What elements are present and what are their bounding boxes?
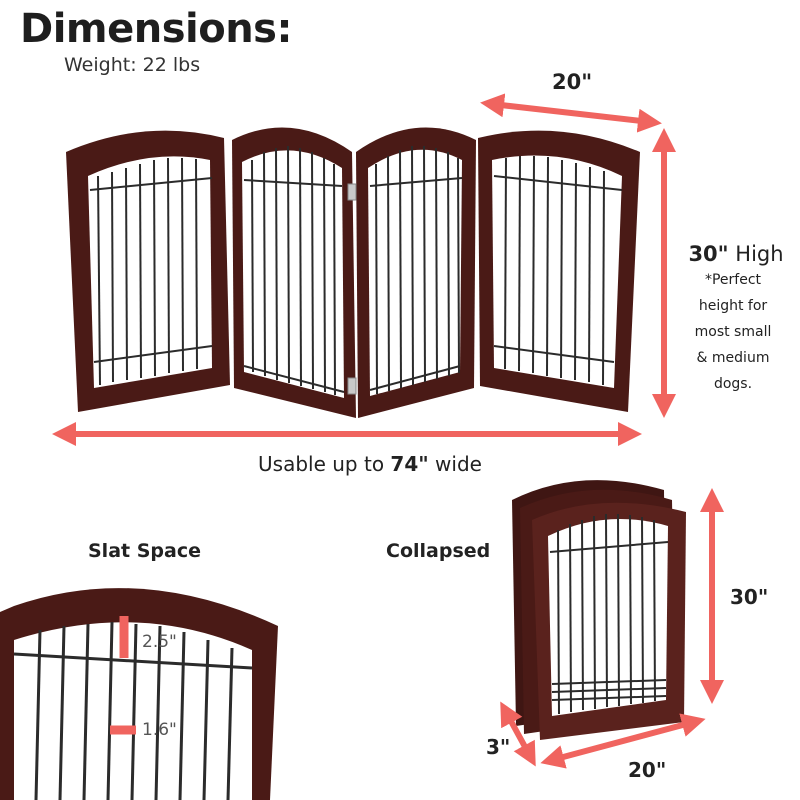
height-value: 30"	[688, 242, 729, 266]
gate-panel-2	[232, 127, 356, 418]
slat-horizontal-label: 1.6"	[142, 720, 177, 740]
hinge	[347, 183, 357, 395]
arrow-collapsed-depth	[500, 701, 536, 767]
usable-width-label: Usable up to 74" wide	[180, 452, 560, 476]
usable-prefix: Usable up to	[258, 452, 391, 476]
page-title: Dimensions:	[20, 6, 292, 52]
collapsed-gate	[512, 480, 686, 740]
height-note-line: dogs.	[713, 376, 753, 392]
slat-vertical-label: 2.5"	[142, 632, 177, 652]
slat-closeup	[0, 588, 278, 800]
collapsed-width-label: 20"	[628, 758, 667, 782]
gate-panel-1	[66, 130, 230, 412]
height-label: 30" High	[676, 242, 796, 266]
collapsed-title: Collapsed	[386, 540, 491, 562]
slat-space-title: Slat Space	[88, 540, 201, 562]
gate-panel-3	[356, 127, 476, 418]
gate-panel-4	[478, 130, 640, 412]
height-note-line: *Perfect	[704, 272, 762, 288]
top-width-label: 20"	[552, 70, 593, 94]
arrow-collapsed-width	[540, 713, 706, 769]
collapsed-height-label: 30"	[730, 585, 769, 609]
usable-suffix: wide	[428, 452, 482, 476]
arrow-top-width	[480, 93, 662, 133]
usable-value: 74"	[390, 452, 429, 476]
height-note-line: most small	[694, 324, 772, 340]
height-note-line: height for	[698, 298, 768, 314]
height-word: High	[728, 242, 784, 266]
height-note-line: & medium	[696, 350, 770, 366]
weight-label: Weight: 22 lbs	[64, 54, 201, 76]
collapsed-depth-label: 3"	[486, 735, 511, 759]
